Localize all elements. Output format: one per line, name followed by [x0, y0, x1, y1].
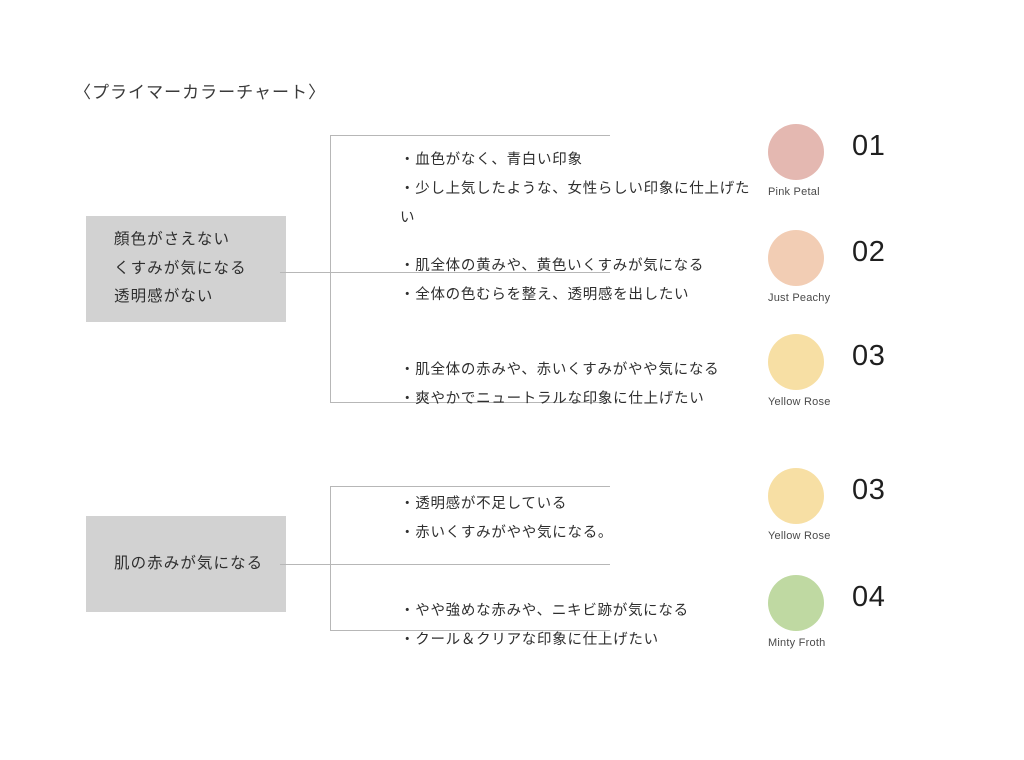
category-box-complexion: 顔色がさえない くすみが気になる 透明感がない [86, 216, 286, 322]
shade-number-label: 03 [852, 474, 886, 506]
bracket-branch [330, 402, 610, 403]
bracket-input-stub [280, 272, 331, 273]
row-description: ・透明感が不足している ・赤いくすみがやや気になる。 [400, 496, 614, 541]
category-box-label: 顔色がさえない くすみが気になる 透明感がない [114, 230, 247, 306]
bracket-branch [330, 272, 610, 273]
shade-color-circle [768, 124, 824, 180]
shade-name-label: Just Peachy [768, 292, 831, 304]
shade-color-circle [768, 334, 824, 390]
category-box-redness: 肌の赤みが気になる [86, 516, 286, 612]
shade-swatch-group[interactable]: Minty Froth 04 [768, 575, 1018, 667]
bracket-branch [330, 630, 610, 631]
shade-swatch-group[interactable]: Pink Petal 01 [768, 124, 1018, 216]
row-description: ・血色がなく、青白い印象 ・少し上気したような、女性らしい印象に仕上げたい [400, 152, 751, 226]
shade-number-label: 01 [852, 130, 886, 162]
shade-name-label: Yellow Rose [768, 396, 831, 408]
bracket-branch [330, 135, 610, 136]
shade-name-label: Minty Froth [768, 637, 826, 649]
shade-swatch-group[interactable]: Yellow Rose 03 [768, 468, 1018, 560]
category-box-label: 肌の赤みが気になる [114, 554, 264, 572]
shade-swatch-group[interactable]: Yellow Rose 03 [768, 334, 1018, 426]
shade-name-label: Pink Petal [768, 186, 820, 198]
shade-number-label: 03 [852, 340, 886, 372]
bracket-branch [330, 564, 610, 565]
bracket-input-stub [280, 564, 331, 565]
bracket-spine [330, 135, 331, 403]
shade-color-circle [768, 230, 824, 286]
row-description: ・やや強めな赤みや、ニキビ跡が気になる ・クール＆クリアな印象に仕上げたい [400, 603, 689, 648]
shade-swatch-group[interactable]: Just Peachy 02 [768, 230, 1018, 322]
shade-number-label: 04 [852, 581, 886, 613]
bracket-branch [330, 486, 610, 487]
shade-number-label: 02 [852, 236, 886, 268]
shade-color-circle [768, 468, 824, 524]
row-description: ・肌全体の黄みや、黄色いくすみが気になる ・全体の色むらを整え、透明感を出したい [400, 258, 705, 303]
shade-color-circle [768, 575, 824, 631]
page-title: 〈プライマーカラーチャート〉 [74, 83, 327, 102]
row-description: ・肌全体の赤みや、赤いくすみがやや気になる ・爽やかでニュートラルな印象に仕上げ… [400, 362, 720, 407]
bracket-connector-group-2 [280, 486, 610, 631]
bracket-spine [330, 486, 331, 631]
shade-name-label: Yellow Rose [768, 530, 831, 542]
bracket-connector-group-1 [280, 135, 610, 403]
